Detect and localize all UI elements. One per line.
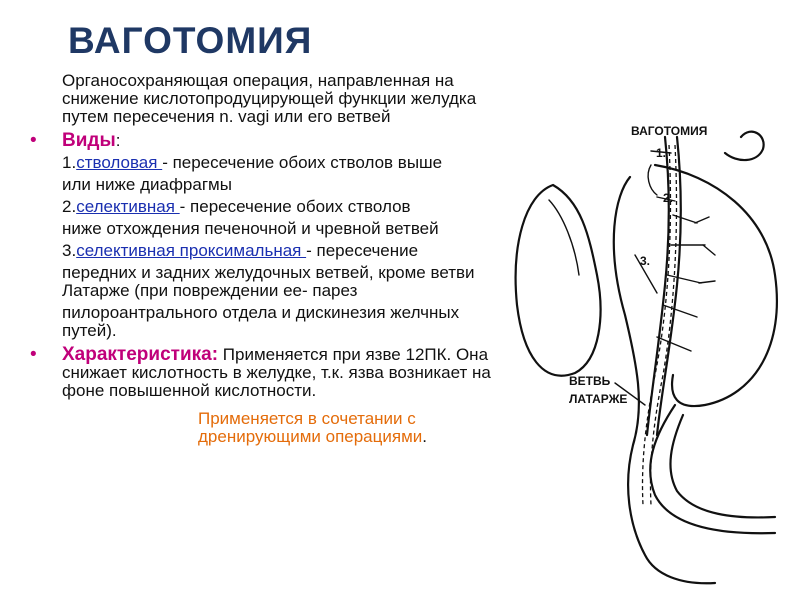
- vagotomy-diagram: ВАГОТОМИЯ 1. 2. 3. ВЕТВЬ ЛАТАРЖЕ: [514, 124, 778, 585]
- characteristic-label: Характеристика:: [62, 344, 219, 365]
- types-heading: • Виды:: [28, 130, 510, 151]
- type-3-description: - пересечение: [306, 241, 419, 260]
- type-2-description: - пересечение обоих стволов: [179, 197, 411, 216]
- characteristic: • Характеристика: Применяется при язве 12…: [28, 344, 510, 400]
- type-3-number: 3.: [62, 241, 77, 260]
- esophagus-and-duodenum: [645, 130, 765, 437]
- characteristic-text: Применяется при язве 12ПК. Она снижает к…: [62, 345, 491, 400]
- intro-paragraph: Органосохраняющая операция, направленная…: [62, 72, 477, 126]
- type-3: 3.селективная проксимальная - пересечени…: [62, 242, 510, 260]
- type-2-number: 2.: [62, 197, 77, 216]
- type-1: 1.стволовая - пересечение обоих стволов …: [62, 154, 510, 172]
- types-label: Виды: [62, 130, 116, 151]
- cut-markers: [634, 150, 676, 294]
- type-3-continuation: передних и задних желудочных ветвей, кро…: [62, 263, 475, 300]
- bullet-icon: •: [30, 130, 37, 151]
- diagram-mark-3: 3.: [640, 254, 650, 268]
- type-1-link[interactable]: стволовая: [76, 153, 163, 172]
- diagram-mark-1: 1.: [656, 146, 666, 160]
- vagus-nerves: [641, 144, 716, 506]
- drainage-note-text: Применяется в сочетании с дренирующими о…: [198, 409, 423, 446]
- type-3-continuation-2: пилороантрального отдела и дискинезия же…: [62, 303, 460, 340]
- type-1-number: 1.: [62, 153, 77, 172]
- diagram-title: ВАГОТОМИЯ: [631, 124, 707, 138]
- drainage-note-dot: .: [422, 427, 427, 446]
- type-1-description: - пересечение обоих стволов выше: [162, 153, 443, 172]
- latarjet-pointer-line: [614, 382, 646, 406]
- type-1-continuation: или ниже диафрагмы: [62, 175, 232, 194]
- type-3-link[interactable]: селективная проксимальная: [76, 241, 307, 260]
- slide-text: Органосохраняющая операция, направленная…: [28, 72, 510, 592]
- type-2-continuation: ниже отхождения печеночной и чревной вет…: [62, 219, 439, 238]
- bullet-icon: •: [30, 344, 37, 365]
- type-2-link[interactable]: селективная: [76, 197, 180, 216]
- types-label-suffix: :: [115, 131, 121, 150]
- drainage-note: Применяется в сочетании с дренирующими о…: [198, 410, 510, 446]
- diagram-branch-label-2: ЛАТАРЖЕ: [569, 392, 627, 406]
- type-2: 2.селективная - пересечение обоих стволо…: [62, 198, 510, 216]
- stomach-outline: [612, 163, 778, 585]
- diagram-branch-label-1: ВЕТВЬ: [569, 374, 611, 388]
- liver-outline: [514, 183, 602, 377]
- slide-title: ВАГОТОМИЯ: [68, 20, 313, 61]
